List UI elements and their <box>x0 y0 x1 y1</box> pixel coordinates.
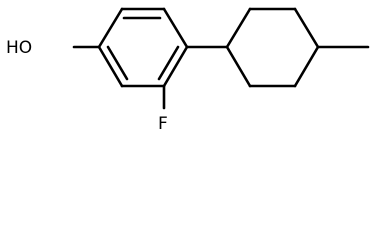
ring-bond-lower-right-inner <box>157 45 180 81</box>
cyclohexane-bond-1 <box>225 7 252 49</box>
ring-bond-lower-left-inner <box>106 45 129 81</box>
benzene-ring <box>97 7 189 88</box>
structure-diagram: HO F <box>6 7 370 134</box>
cyclohexane-bond-6 <box>225 45 252 88</box>
ring-bond-lower-right <box>162 45 189 88</box>
hydroxyl-label: HO <box>6 38 32 58</box>
cyclohexane-ring <box>225 7 320 88</box>
ring-bond-upper-left <box>97 7 124 49</box>
cyclohexane-bond-4 <box>293 45 320 88</box>
fluoro-label: F <box>158 114 168 134</box>
ring-bond-lower-left <box>97 45 124 88</box>
ring-bond-upper-right <box>162 7 189 49</box>
cyclohexane-bond-3 <box>293 7 320 49</box>
